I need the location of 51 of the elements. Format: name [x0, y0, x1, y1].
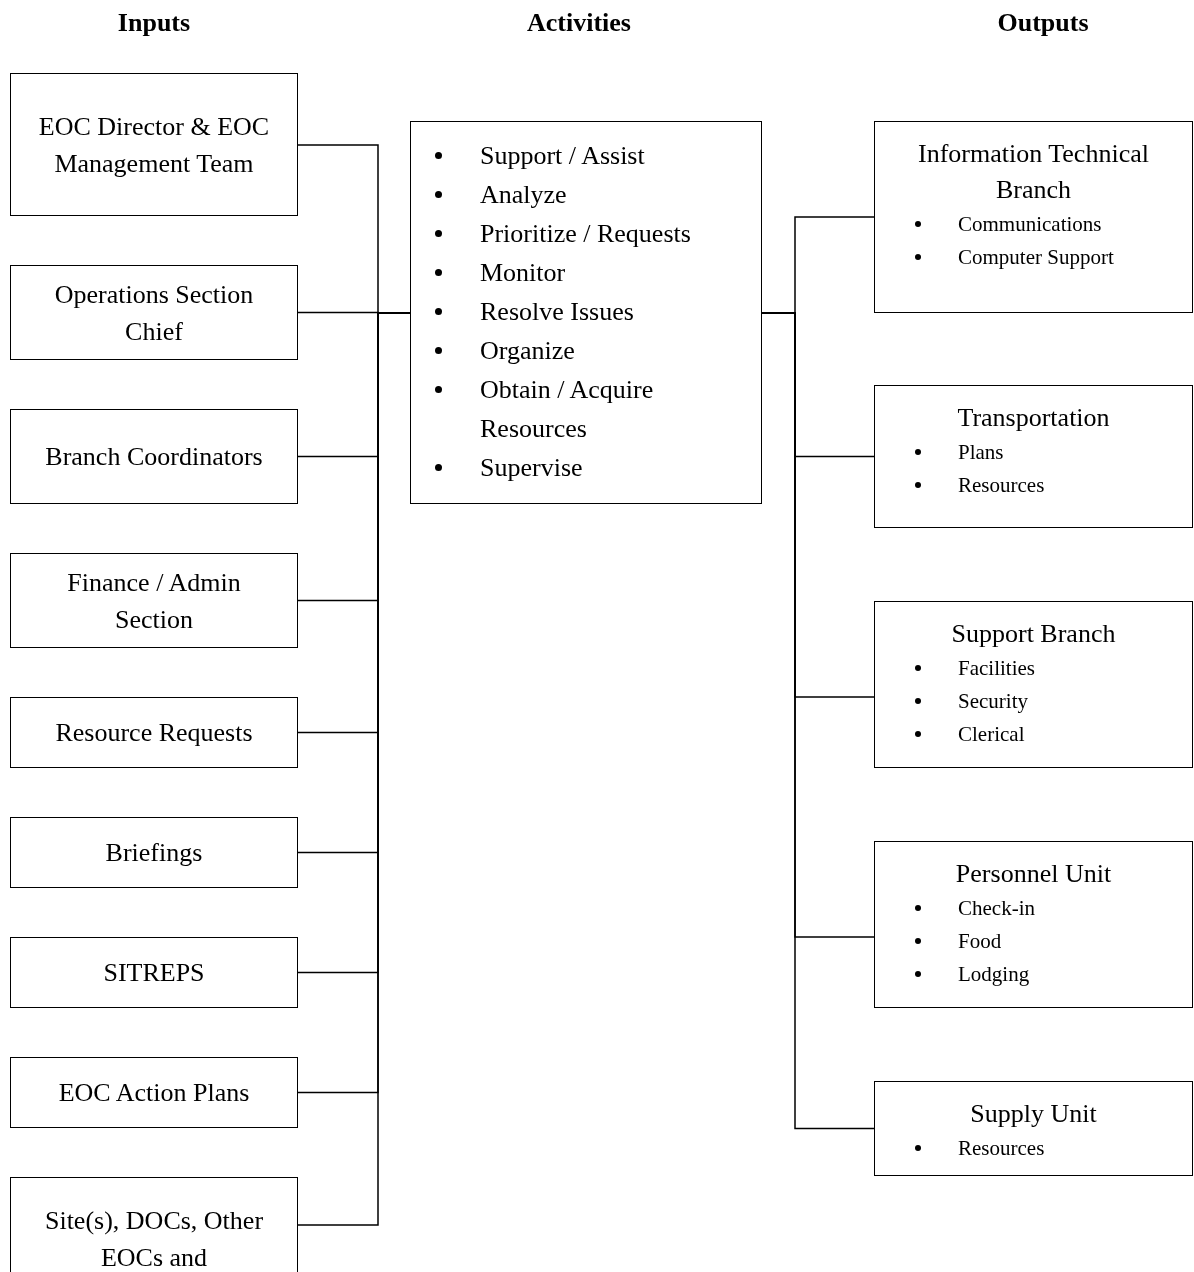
activity-box — [410, 121, 762, 504]
box-label: Branch Coordinators — [44, 441, 264, 473]
list-item: Resources — [958, 472, 1045, 499]
column-heading: Inputs — [117, 8, 191, 38]
box-label: SITREPS — [102, 957, 206, 989]
list-item: Organize — [480, 335, 575, 367]
box-label: Site(s), DOCs, Other EOCs and — [43, 1204, 265, 1272]
list-item: Computer Support — [958, 244, 1114, 271]
list-item: Supervise — [480, 452, 583, 484]
list-item: Clerical — [958, 721, 1025, 748]
box-label: Operations Section Chief — [53, 278, 255, 348]
box-heading: Personnel Unit — [954, 858, 1113, 890]
input-box — [10, 1177, 298, 1272]
list-item: Facilities — [958, 655, 1035, 682]
box-label: Resource Requests — [54, 717, 254, 749]
box-label: Briefings — [104, 837, 204, 869]
input-box — [10, 265, 298, 360]
output-box — [874, 385, 1193, 528]
output-box — [874, 121, 1193, 313]
column-heading: Activities — [527, 8, 631, 38]
list-item: Obtain / Acquire Resources — [480, 374, 655, 445]
column-heading: Outputs — [997, 8, 1089, 38]
input-box — [10, 937, 298, 1008]
output-box — [874, 841, 1193, 1008]
list-item: Support / Assist — [480, 140, 645, 172]
list-item: Resolve Issues — [480, 296, 634, 328]
input-box — [10, 553, 298, 648]
list-item: Analyze — [480, 179, 567, 211]
list-item: Plans — [958, 439, 1004, 466]
box-label: EOC Action Plans — [57, 1077, 251, 1109]
list-item: Check-in — [958, 895, 1035, 922]
input-box — [10, 1057, 298, 1128]
box-heading: Information Technical Branch — [917, 138, 1150, 206]
box-heading: Support Branch — [950, 618, 1117, 650]
box-heading: Supply Unit — [969, 1098, 1098, 1130]
input-box — [10, 409, 298, 504]
list-item: Monitor — [480, 257, 566, 289]
input-box — [10, 817, 298, 888]
output-box — [874, 1081, 1193, 1176]
input-box — [10, 73, 298, 216]
box-label: Finance / Admin Section — [66, 566, 242, 636]
box-label: EOC Director & EOC Management Team — [37, 110, 271, 180]
list-item: Food — [958, 928, 1002, 955]
list-item: Resources — [958, 1135, 1045, 1162]
list-item: Security — [958, 688, 1028, 715]
box-heading: Transportation — [956, 402, 1111, 434]
list-item: Communications — [958, 211, 1102, 238]
list-item: Lodging — [958, 961, 1030, 988]
list-item: Prioritize / Requests — [480, 218, 691, 250]
input-box — [10, 697, 298, 768]
output-box — [874, 601, 1193, 768]
